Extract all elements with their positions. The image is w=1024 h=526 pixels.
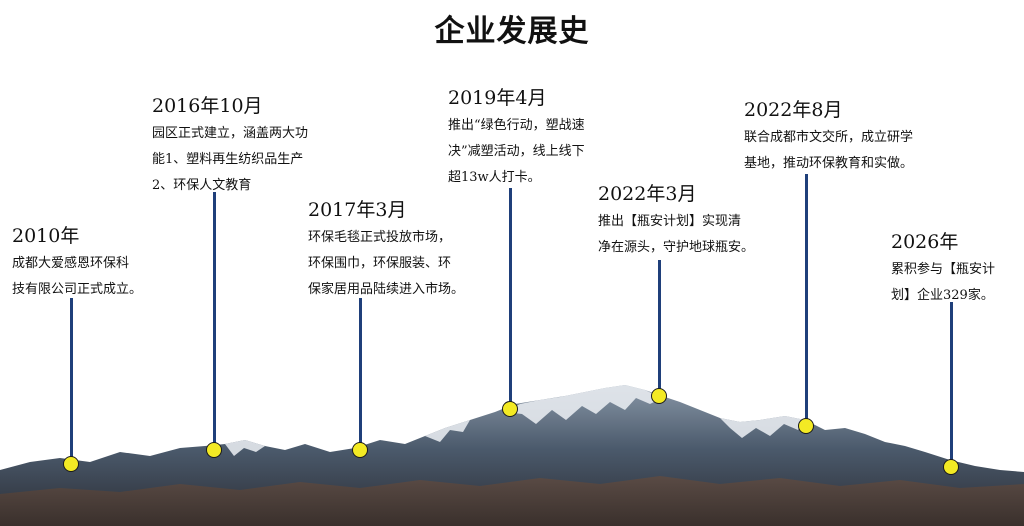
timeline-event-2022-8: 2022年8月 联合成都市文交所，成立研学 基地，推动环保教育和实做。: [744, 98, 913, 177]
timeline-event-2022-3: 2022年3月 推出【瓶安计划】实现清 净在源头，守护地球瓶安。: [598, 182, 754, 261]
event-year: 2010年: [12, 225, 80, 247]
timeline-stem: [70, 298, 73, 464]
event-description-line: 园区正式建立，涵盖两大功: [152, 126, 309, 141]
event-description-line: 成都大爱感恩环保科: [12, 256, 130, 271]
timeline-stem: [359, 298, 362, 450]
event-description-line: 累积参与【瓶安计: [891, 262, 996, 277]
event-description-line: 推出【瓶安计划】实现清: [598, 214, 742, 229]
event-year: 2016年10月: [152, 95, 263, 117]
event-description: 成都大爱感恩环保科 技有限公司正式成立。: [12, 251, 142, 303]
timeline-stem: [509, 188, 512, 408]
event-description-line: 联合成都市文交所，成立研学: [744, 130, 914, 145]
timeline-marker: [63, 456, 79, 472]
event-description-line: 2、环保人文教育: [152, 178, 252, 193]
timeline-event-2016-10: 2016年10月 园区正式建立，涵盖两大功 能1、塑料再生纺织品生产 2、环保人…: [152, 94, 308, 199]
timeline-marker: [206, 442, 222, 458]
event-description-line: 划】企业329家。: [891, 288, 994, 303]
event-description: 联合成都市文交所，成立研学 基地，推动环保教育和实做。: [744, 125, 913, 177]
timeline-marker: [651, 388, 667, 404]
event-description-line: 净在源头，守护地球瓶安。: [598, 240, 755, 255]
timeline-stem: [658, 260, 661, 396]
timeline-marker: [943, 459, 959, 475]
timeline-marker: [798, 418, 814, 434]
timeline-stem: [805, 174, 808, 426]
timeline-event-2026: 2026年 累积参与【瓶安计 划】企业329家。: [891, 230, 995, 309]
event-description-line: 基地，推动环保教育和实做。: [744, 156, 914, 171]
event-description-line: 环保毛毯正式投放市场，: [308, 230, 452, 245]
event-description: 推出“绿色行动，塑战速 决”减塑活动，线上线下 超13w人打卡。: [448, 113, 585, 191]
timeline-event-2019-4: 2019年4月 推出“绿色行动，塑战速 决”减塑活动，线上线下 超13w人打卡。: [448, 86, 585, 191]
mountain-front-ridge: [0, 476, 1024, 526]
event-year: 2019年4月: [448, 87, 547, 109]
event-description: 推出【瓶安计划】实现清 净在源头，守护地球瓶安。: [598, 209, 754, 261]
event-year: 2026年: [891, 231, 959, 253]
timeline-stem: [950, 302, 953, 468]
event-description: 环保毛毯正式投放市场， 环保围巾，环保服装、环 保家居用品陆续进入市场。: [308, 225, 464, 303]
event-description: 园区正式建立，涵盖两大功 能1、塑料再生纺织品生产 2、环保人文教育: [152, 121, 308, 199]
timeline-stem: [213, 192, 216, 450]
event-year: 2022年8月: [744, 99, 843, 121]
event-description-line: 技有限公司正式成立。: [12, 282, 143, 297]
page-title: 企业发展史: [434, 14, 590, 49]
event-description: 累积参与【瓶安计 划】企业329家。: [891, 257, 995, 309]
event-description-line: 推出“绿色行动，塑战速: [448, 118, 585, 133]
event-year: 2022年3月: [598, 183, 697, 205]
event-description-line: 保家居用品陆续进入市场。: [308, 282, 465, 297]
event-description-line: 超13w人打卡。: [448, 170, 541, 185]
timeline-event-2010: 2010年 成都大爱感恩环保科 技有限公司正式成立。: [12, 224, 142, 303]
timeline-marker: [502, 401, 518, 417]
event-description-line: 环保围巾，环保服装、环: [308, 256, 452, 271]
event-year: 2017年3月: [308, 199, 407, 221]
timeline-event-2017-3: 2017年3月 环保毛毯正式投放市场， 环保围巾，环保服装、环 保家居用品陆续进…: [308, 198, 464, 303]
timeline-marker: [352, 442, 368, 458]
event-description-line: 能1、塑料再生纺织品生产: [152, 152, 304, 167]
event-description-line: 决”减塑活动，线上线下: [448, 144, 585, 159]
